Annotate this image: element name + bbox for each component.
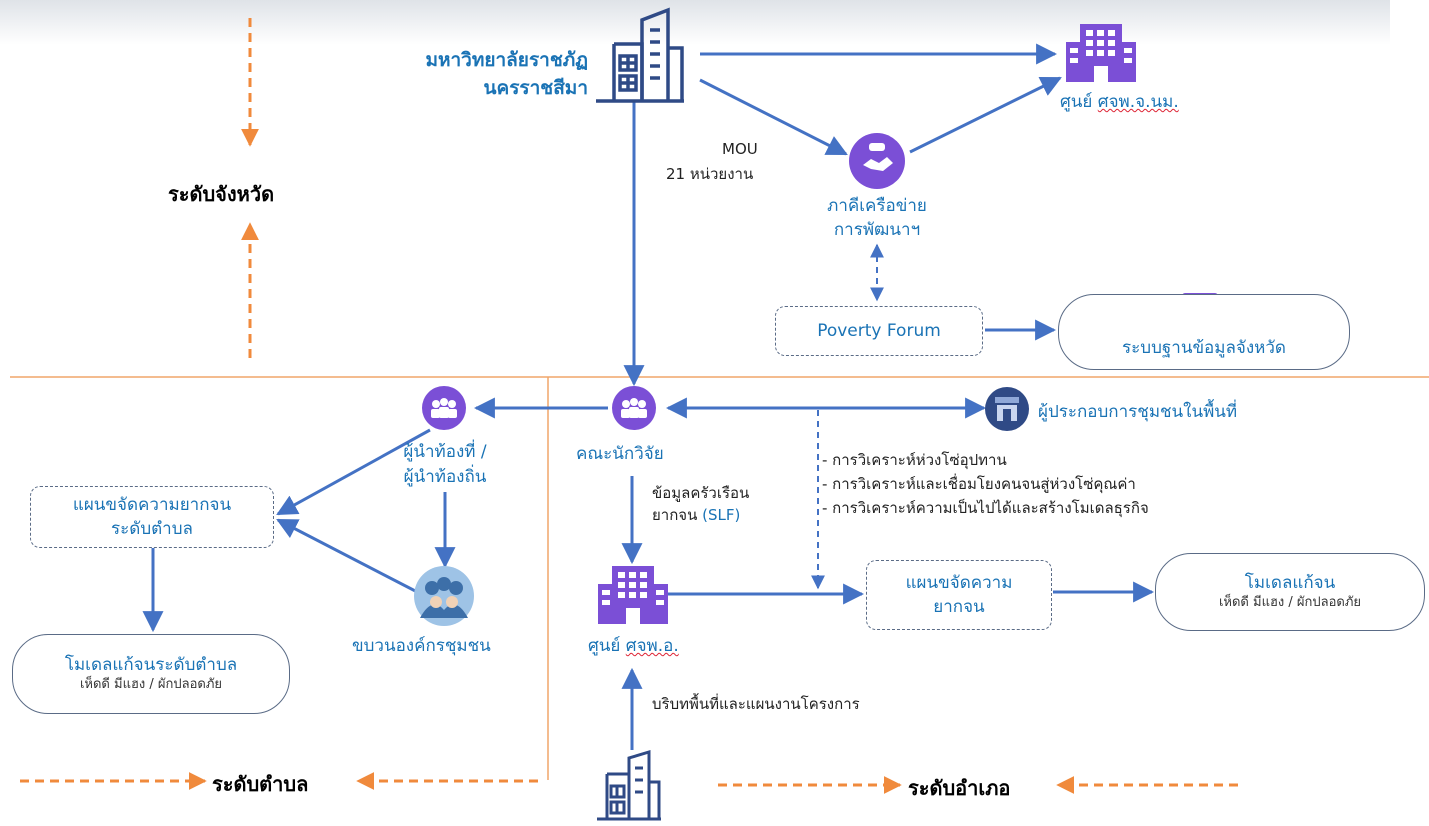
household-data-label: ข้อมูลครัวเรือน ยากจน (SLF): [652, 484, 750, 524]
mou-label: MOU: [722, 140, 758, 158]
arrow-leaders-to-plan: [276, 428, 431, 516]
poverty-forum-box: Poverty Forum: [775, 306, 983, 356]
provincial-database-pill: ระบบฐานข้อมูลจังหวัด: [1058, 294, 1350, 370]
arrow-community-to-plan: [276, 518, 426, 598]
arrow-network-to-center: [909, 76, 1062, 154]
city-buildings-icon: [596, 7, 684, 103]
office-building-icon: [598, 566, 668, 624]
people-crowd-icon: [414, 566, 474, 626]
arrow-university-to-network: [699, 78, 848, 156]
team-group-icon: [422, 386, 466, 430]
local-leaders-label: ผู้นำท้องที่ / ผู้นำท้องถิ่น: [403, 442, 487, 487]
subdistrict-level-label: ระดับตำบล: [212, 772, 309, 796]
analysis-list: - การวิเคราะห์ห่วงโซ่อุปทาน - การวิเคราะ…: [822, 448, 1149, 520]
provincial-center-label: ศูนย์ ศจพ.จ.นม.: [1060, 92, 1179, 112]
district-center-label: ศูนย์ ศจพ.อ.: [588, 636, 679, 656]
analysis-item: - การวิเคราะห์ห่วงโซ่อุปทาน: [822, 451, 1007, 469]
analysis-item: - การวิเคราะห์ความเป็นไปได้และสร้างโมเดล…: [822, 499, 1149, 517]
district-model-pill: โมเดลแก้จน เห็ดดี มีแฮง / ผักปลอดภัย: [1155, 553, 1425, 631]
district-plan-box: แผนขจัดความ ยากจน: [866, 560, 1052, 630]
province-level-label: ระดับจังหวัด: [168, 182, 275, 206]
subdistrict-plan-box: แผนขจัดความยากจน ระดับตำบล: [30, 486, 274, 548]
entrepreneurs-label: ผู้ประกอบการชุมชนในพื้นที่: [1038, 402, 1238, 422]
top-banner-fade: [0, 0, 1390, 45]
city-buildings-icon: [597, 749, 661, 821]
university-label: มหาวิทยาลัยราชภัฏ นครราชสีมา: [425, 49, 588, 99]
community-orgs-label: ขบวนองค์กรชุมชน: [352, 636, 491, 656]
storefront-icon: [985, 387, 1029, 431]
district-level-label: ระดับอำเภอ: [908, 776, 1011, 800]
analysis-item: - การวิเคราะห์และเชื่อมโยงคนจนสู่ห่วงโซ่…: [822, 475, 1136, 493]
subdistrict-model-pill: โมเดลแก้จนระดับตำบล เห็ดดี มีแฮง / ผักปล…: [12, 634, 290, 714]
area-context-label: บริบทพื้นที่และแผนงานโครงการ: [652, 695, 860, 713]
handshake-icon: [849, 133, 905, 189]
mou-count-label: 21 หน่วยงาน: [666, 165, 754, 183]
office-building-icon: [1066, 24, 1136, 82]
team-group-icon: [612, 386, 656, 430]
researchers-label: คณะนักวิจัย: [576, 444, 664, 464]
network-label: ภาคีเครือข่าย การพัฒนาฯ: [827, 196, 927, 240]
